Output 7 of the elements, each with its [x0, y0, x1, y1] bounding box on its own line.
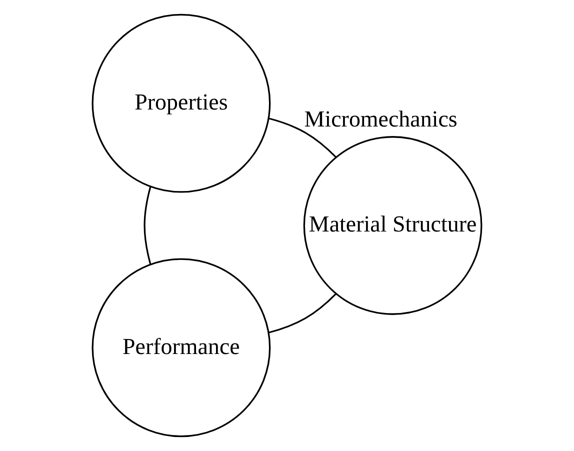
node-circle: Performance	[92, 258, 271, 438]
connector	[268, 293, 336, 334]
connector	[144, 186, 152, 265]
connector	[268, 118, 337, 158]
node-circle: Properties	[92, 14, 271, 193]
node-circle: Material Structure	[303, 136, 482, 315]
edge-label: Micromechanics	[304, 106, 458, 132]
